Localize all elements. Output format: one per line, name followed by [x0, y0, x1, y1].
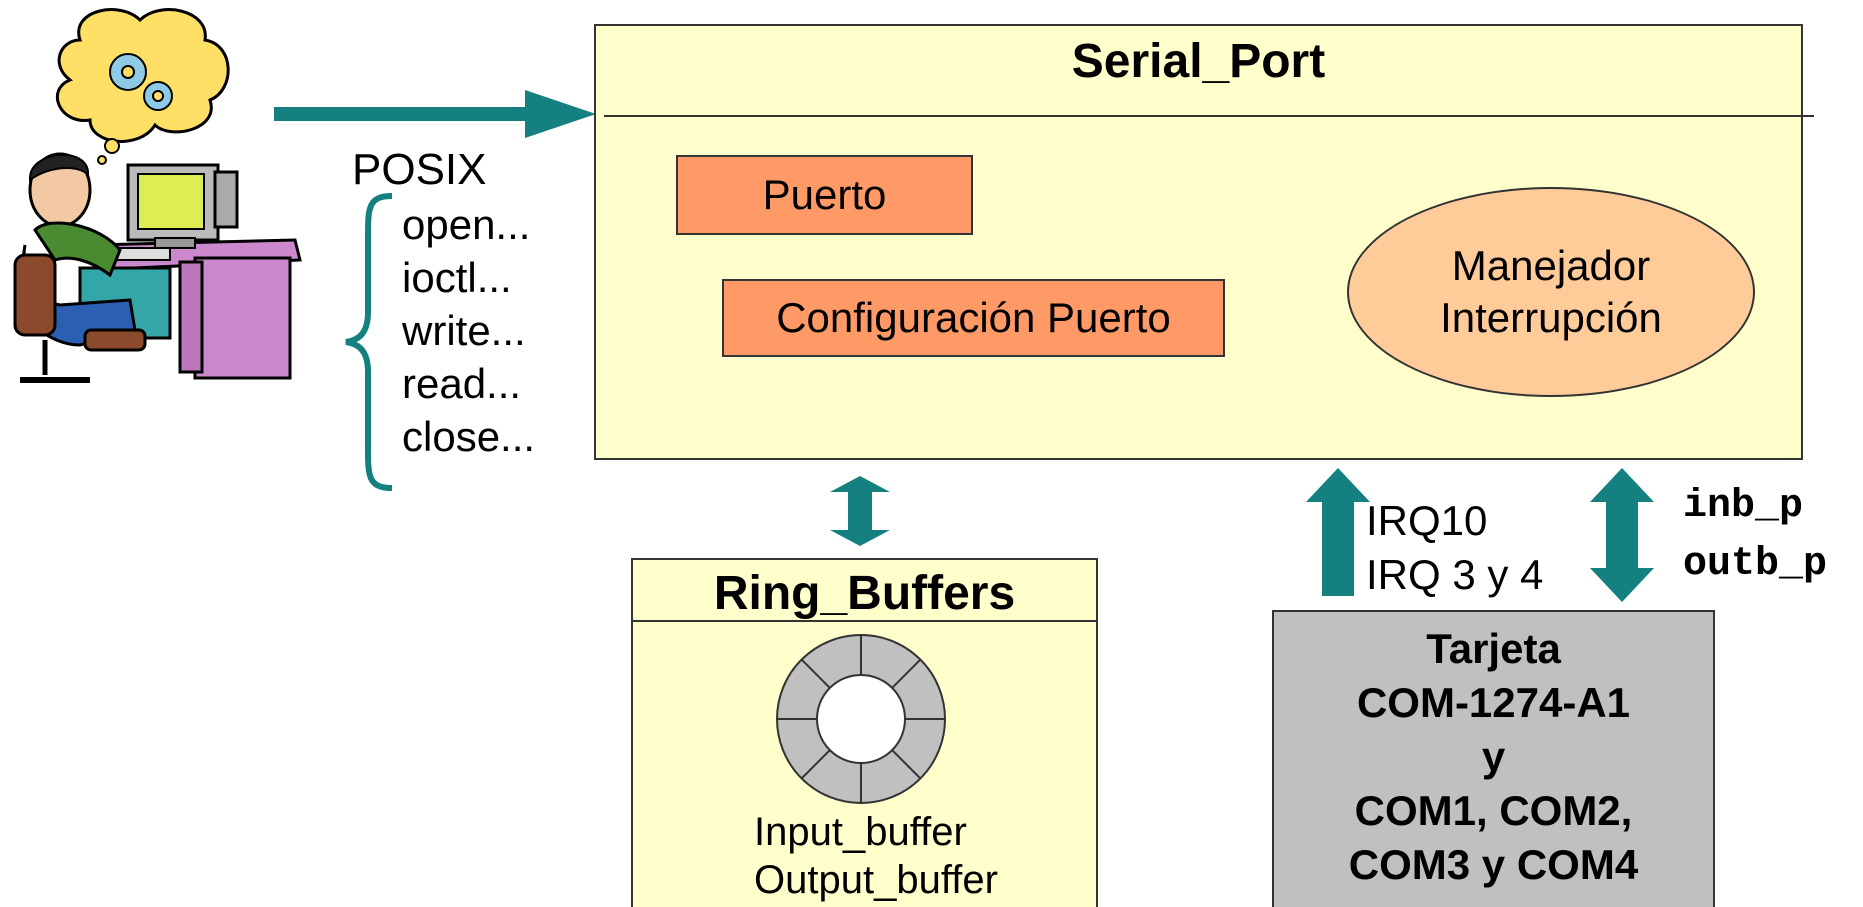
ring-buffer-double-arrow — [830, 476, 890, 546]
manejador-label-line1: Manejador — [1451, 241, 1651, 289]
tarjeta-line-com34: COM3 y COM4 — [1348, 841, 1639, 888]
tarjeta-line-title: Tarjeta — [1426, 625, 1561, 672]
irq10-label: IRQ10 — [1366, 497, 1488, 544]
posix-label: POSIX — [352, 145, 487, 194]
thought-cloud-gears-icon — [56, 8, 230, 165]
irq-labels: IRQ10 IRQ 3 y 4 — [1366, 494, 1543, 602]
serial-port-title: Serial_Port — [1071, 35, 1326, 88]
ring-buffers-divider — [631, 620, 1098, 622]
input-buffer-label: Input_buffer — [754, 810, 967, 854]
buffer-labels: Input_buffer Output_buffer — [754, 808, 998, 904]
user-at-computer-icon — [13, 8, 302, 383]
manejador-interrupcion-ellipse: Manejador Interrupción — [1347, 187, 1755, 397]
tarjeta-line-model: COM-1274-A1 — [1356, 679, 1631, 726]
posix-call-ioctl: ioctl... — [402, 254, 512, 301]
posix-brace — [345, 193, 393, 491]
io-port-functions: inb_p outb_p — [1683, 478, 1827, 594]
ring-buffer-icon — [776, 634, 946, 804]
configuracion-puerto-label: Configuración Puerto — [776, 294, 1171, 341]
puerto-box: Puerto — [676, 155, 973, 235]
irq3y4-label: IRQ 3 y 4 — [1366, 551, 1544, 598]
inb-p-label: inb_p — [1683, 484, 1804, 529]
manejador-label-line2: Interrupción — [1440, 294, 1662, 341]
outb-p-label: outb_p — [1683, 542, 1828, 587]
tarjeta-box: Tarjeta COM-1274-A1 y COM1, COM2, COM3 y… — [1272, 610, 1715, 907]
output-buffer-label: Output_buffer — [754, 858, 998, 902]
configuracion-puerto-box: Configuración Puerto — [722, 279, 1225, 357]
posix-call-close: close... — [402, 413, 536, 460]
tarjeta-line-com12: COM1, COM2, — [1354, 787, 1633, 834]
irq-up-arrow — [1306, 468, 1370, 596]
puerto-label: Puerto — [762, 171, 887, 218]
posix-arrow — [274, 90, 596, 138]
tarjeta-line-y: y — [1481, 733, 1506, 780]
io-double-arrow — [1590, 468, 1654, 602]
posix-calls-list: open... ioctl... write... read... close.… — [402, 198, 535, 463]
ring-buffers-title: Ring_Buffers — [713, 567, 1016, 620]
serial-port-divider — [604, 115, 1814, 117]
posix-call-read: read... — [402, 360, 522, 407]
posix-call-write: write... — [402, 307, 526, 354]
posix-call-open: open... — [402, 201, 531, 248]
